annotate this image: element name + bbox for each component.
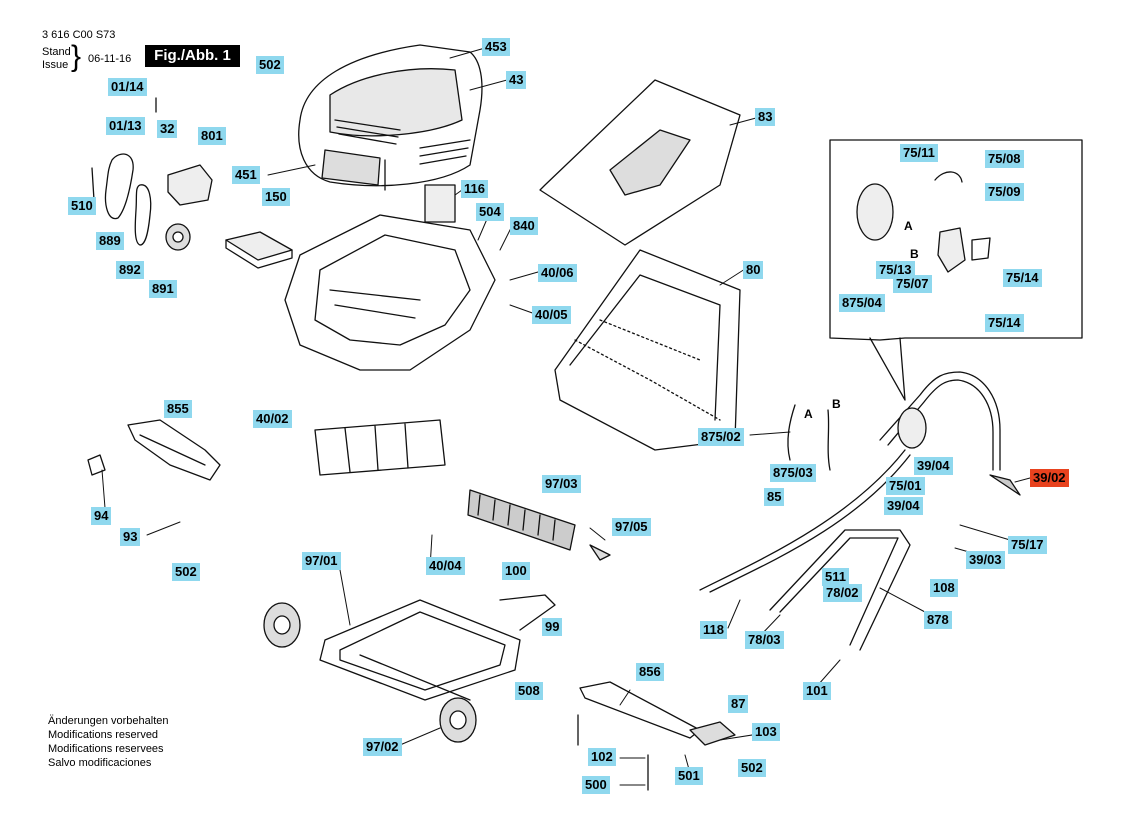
motor-cover-drawing — [298, 44, 483, 191]
callout-39-03: 39/03 — [966, 551, 1005, 569]
brace-glyph: } — [71, 40, 82, 73]
callout-97-03: 97/03 — [542, 475, 581, 493]
callout-502-bottom: 502 — [738, 759, 766, 777]
callout-500: 500 — [582, 776, 610, 794]
callout-150: 150 — [262, 188, 290, 206]
callout-451: 451 — [232, 166, 260, 184]
marker-a-inset: A — [904, 219, 913, 233]
callout-85: 85 — [764, 488, 785, 506]
callout-875-02: 875/02 — [698, 428, 744, 446]
callout-87: 87 — [728, 695, 749, 713]
callout-83: 83 — [755, 108, 776, 126]
callout-97-02: 97/02 — [363, 738, 402, 756]
callout-75-14-upper: 75/14 — [1003, 269, 1042, 287]
callout-78-02: 78/02 — [823, 584, 862, 602]
callout-889: 889 — [96, 232, 124, 250]
callout-875-04: 875/04 — [839, 294, 885, 312]
callout-39-02-highlighted: 39/02 — [1030, 469, 1069, 487]
callout-40-04: 40/04 — [426, 557, 465, 575]
callout-93: 93 — [120, 528, 141, 546]
callout-892: 892 — [116, 261, 144, 279]
leader-lines — [101, 47, 1031, 786]
callout-502-top: 502 — [256, 56, 284, 74]
callout-75-08: 75/08 — [985, 150, 1024, 168]
issue-date: 06-11-16 — [88, 53, 132, 65]
issue-label: Issue — [42, 59, 69, 71]
blade-drawing — [577, 681, 736, 791]
callout-855: 855 — [164, 400, 192, 418]
callout-78-03: 78/03 — [745, 631, 784, 649]
callout-103: 103 — [752, 723, 780, 741]
callout-43: 43 — [506, 71, 527, 89]
callout-504: 504 — [476, 203, 504, 221]
handle-assembly-drawing — [699, 371, 1021, 651]
callout-75-13: 75/13 — [876, 261, 915, 279]
callout-40-06: 40/06 — [538, 264, 577, 282]
callout-840: 840 — [510, 217, 538, 235]
marker-b-inset: B — [910, 247, 919, 261]
callout-39-04-upper: 39/04 — [914, 457, 953, 475]
callout-94: 94 — [91, 507, 112, 525]
callout-801: 801 — [198, 127, 226, 145]
callout-39-04-lower: 39/04 — [884, 497, 923, 515]
callout-01-14: 01/14 — [108, 78, 147, 96]
callout-80: 80 — [743, 261, 764, 279]
callout-01-13: 01/13 — [106, 117, 145, 135]
callout-878: 878 — [924, 611, 952, 629]
callout-40-05: 40/05 — [532, 306, 571, 324]
figure-label: Fig./Abb. 1 — [145, 45, 240, 67]
filter-parts-drawing — [225, 184, 456, 269]
roller-drawing — [314, 419, 611, 561]
callout-501: 501 — [675, 767, 703, 785]
callout-891: 891 — [149, 280, 177, 298]
callout-508: 508 — [515, 682, 543, 700]
grass-box-drawing — [554, 249, 741, 451]
callout-40-02: 40/02 — [253, 410, 292, 428]
callout-511: 511 — [822, 568, 849, 586]
belt-drive-drawing — [91, 97, 213, 251]
marker-a-cable: A — [804, 407, 813, 421]
marker-b-cable: B — [832, 397, 841, 411]
callout-75-09: 75/09 — [985, 183, 1024, 201]
chassis-drawing — [263, 594, 556, 743]
modification-notes: Änderungen vorbehalten Modifications res… — [48, 714, 168, 770]
callout-75-11: 75/11 — [900, 144, 938, 162]
detail-inset-drawing — [829, 139, 1083, 401]
callout-101: 101 — [803, 682, 831, 700]
note-en: Modifications reserved — [48, 729, 159, 741]
cable-drawing — [787, 404, 831, 471]
callout-510: 510 — [68, 197, 96, 215]
note-de: Änderungen vorbehalten — [48, 715, 169, 727]
housing-drawing — [284, 214, 496, 371]
callout-875-03: 875/03 — [770, 464, 816, 482]
callout-97-05: 97/05 — [612, 518, 651, 536]
callout-75-01: 75/01 — [886, 477, 925, 495]
document-number: 3 616 C00 S73 — [42, 29, 116, 41]
callout-99: 99 — [542, 618, 563, 636]
callout-100: 100 — [502, 562, 530, 580]
callout-453: 453 — [482, 38, 510, 56]
callout-75-07: 75/07 — [893, 275, 932, 293]
stand-label: Stand — [42, 46, 71, 58]
callout-118: 118 — [700, 621, 727, 639]
rear-flap-drawing — [87, 419, 221, 481]
grass-box-cover-drawing — [539, 79, 741, 246]
note-es: Salvo modificaciones — [48, 757, 152, 769]
callout-75-14-lower: 75/14 — [985, 314, 1024, 332]
note-fr: Modifications reservees — [48, 743, 164, 755]
callout-75-17: 75/17 — [1008, 536, 1047, 554]
callout-97-01: 97/01 — [302, 552, 341, 570]
callout-502-left: 502 — [172, 563, 200, 581]
callout-116: 116 — [461, 180, 488, 198]
callout-108: 108 — [930, 579, 958, 597]
callout-102: 102 — [588, 748, 616, 766]
callout-32: 32 — [157, 120, 178, 138]
callout-856: 856 — [636, 663, 664, 681]
